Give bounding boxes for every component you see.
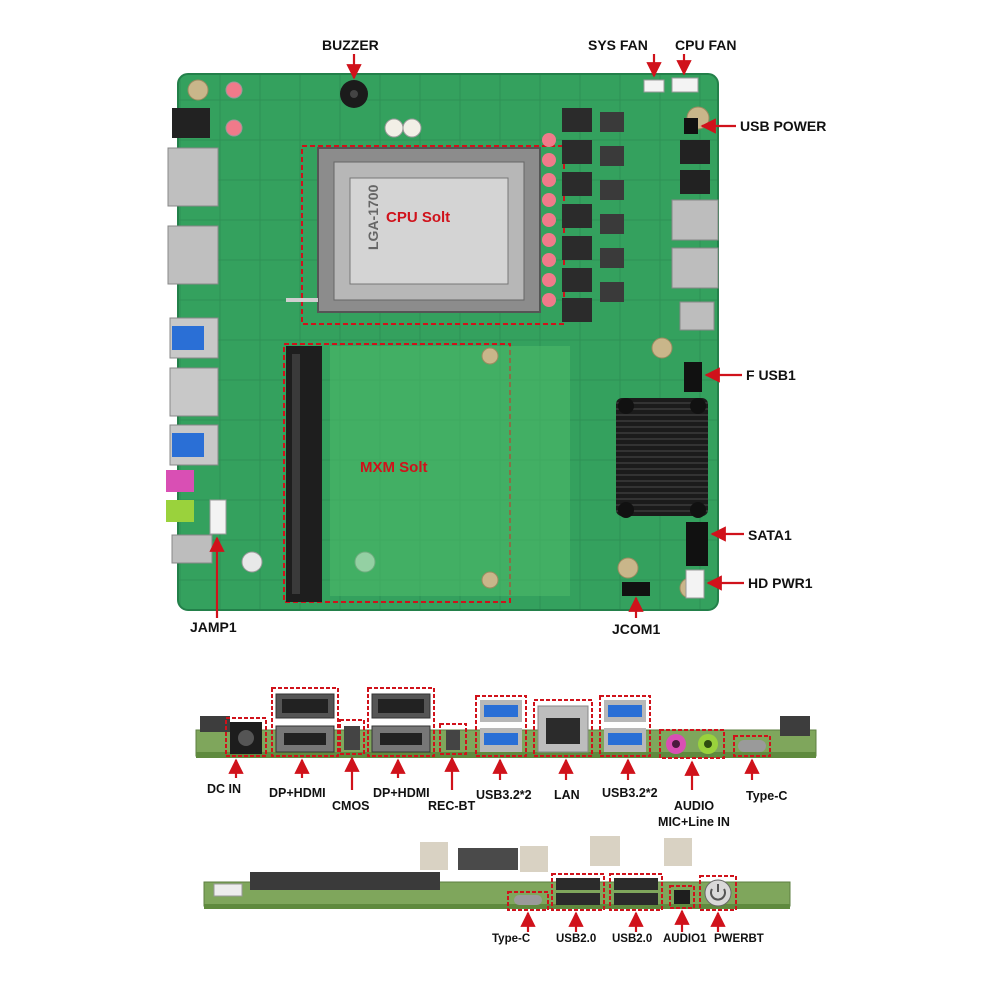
hd-pwr1-connector <box>685 569 705 599</box>
cpu-socket: LGA-1700 <box>286 145 565 325</box>
label-sata1: SATA1 <box>748 527 792 543</box>
jcom1-header <box>622 582 650 596</box>
board-top-view: LGA-1700 <box>166 54 744 618</box>
label-mxm-socket: MXM Solt <box>360 459 428 476</box>
usb-power-header <box>684 118 698 134</box>
rear-io-view <box>195 687 817 790</box>
label-usb20-b: USB2.0 <box>612 933 653 945</box>
sata1-connector <box>686 522 708 566</box>
label-usb20-a: USB2.0 <box>556 933 597 945</box>
jamp1-header <box>209 499 227 535</box>
label-jcom1: JCOM1 <box>612 621 661 637</box>
label-lan: LAN <box>554 788 580 802</box>
label-sys-fan: SYS FAN <box>588 37 648 53</box>
label-hd-pwr1: HD PWR1 <box>748 575 813 591</box>
label-dp-hdmi-1: DP+HDMI <box>269 786 326 800</box>
f-usb1-header <box>684 362 702 392</box>
label-jamp1: JAMP1 <box>190 619 237 635</box>
right-io-ports <box>671 140 719 331</box>
label-audio: AUDIO MIC+Line IN <box>652 800 736 828</box>
label-audio1: AUDIO1 <box>663 933 707 945</box>
label-audio-title: AUDIO <box>673 799 715 813</box>
label-rec-bt: REC-BT <box>428 799 476 813</box>
cpu-fan-header <box>671 77 699 93</box>
label-rear-type-c: Type-C <box>746 789 788 803</box>
label-dc-in: DC IN <box>207 782 242 796</box>
label-usb32-b: USB3.2*2 <box>602 786 658 800</box>
label-usb32-a: USB3.2*2 <box>476 788 532 802</box>
socket-marking: LGA-1700 <box>365 184 381 250</box>
label-pwerbt: PWERBT <box>714 933 764 945</box>
label-f-usb1: F USB1 <box>746 367 796 383</box>
front-arrows <box>520 909 726 932</box>
mxm-socket <box>283 343 570 603</box>
front-io-view <box>203 836 791 932</box>
label-audio-sub: MIC+Line IN <box>658 814 730 829</box>
top-view-arrows <box>209 54 744 618</box>
chipset-heatsink <box>616 398 708 518</box>
label-usb-power: USB POWER <box>740 118 827 134</box>
label-cmos: CMOS <box>332 799 370 813</box>
vrm-chokes <box>542 108 624 322</box>
left-io-ports <box>166 108 219 564</box>
label-buzzer: BUZZER <box>322 37 379 53</box>
sys-fan-header <box>643 79 665 93</box>
label-front-type-c: Type-C <box>492 933 531 945</box>
label-cpu-fan: CPU FAN <box>675 37 737 53</box>
label-cpu-socket: CPU Solt <box>386 209 451 226</box>
rear-arrows <box>228 756 760 790</box>
label-dp-hdmi-2: DP+HDMI <box>373 786 430 800</box>
